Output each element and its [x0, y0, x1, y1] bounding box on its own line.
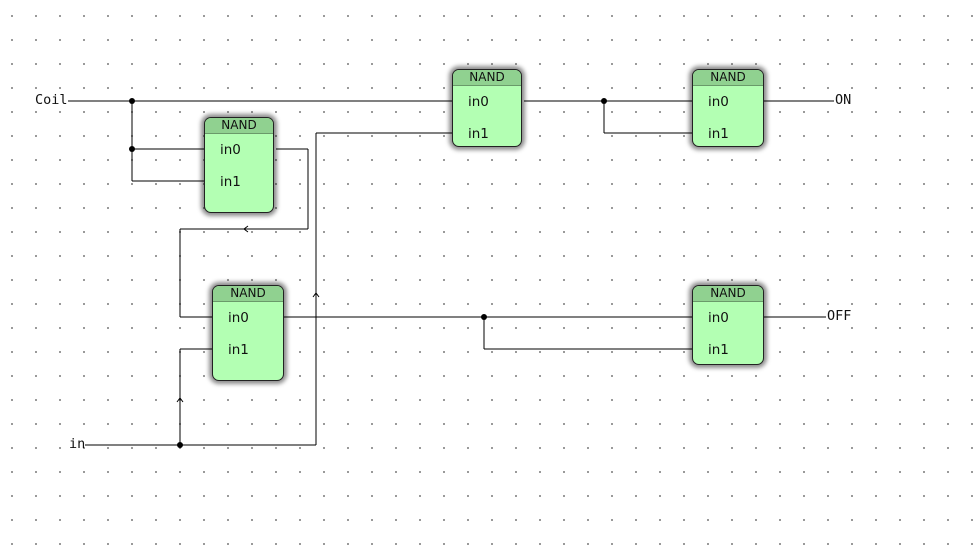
direction-arrow-up — [176, 397, 184, 403]
nand-block-4[interactable]: NAND in0 in1 — [692, 69, 764, 147]
pin-label-in1: in1 — [228, 342, 249, 358]
output-label-on: ON — [835, 92, 852, 108]
junction-dot — [177, 442, 183, 448]
output-label-off: OFF — [827, 308, 852, 324]
nand-block-5[interactable]: NAND in0 in1 — [692, 285, 764, 365]
input-label-coil: Coil — [35, 92, 68, 108]
block-title: NAND — [693, 70, 763, 86]
pin-label-in1: in1 — [708, 342, 729, 358]
direction-arrow-up — [312, 292, 320, 298]
nand-block-3[interactable]: NAND in0 in1 — [212, 285, 284, 381]
pin-label-in1: in1 — [708, 126, 729, 142]
pin-label-in0: in0 — [468, 94, 489, 110]
junction-dot — [601, 98, 607, 104]
pin-label-in1: in1 — [220, 174, 241, 190]
pin-label-in0: in0 — [220, 142, 241, 158]
nand-block-1[interactable]: NAND in0 in1 — [204, 117, 274, 213]
block-title: NAND — [693, 286, 763, 302]
junction-dot — [129, 146, 135, 152]
nand-block-2[interactable]: NAND in0 in1 — [452, 69, 522, 147]
junction-dot — [481, 314, 487, 320]
junction-dot — [129, 98, 135, 104]
pin-label-in0: in0 — [708, 310, 729, 326]
pin-label-in0: in0 — [228, 310, 249, 326]
block-title: NAND — [213, 286, 283, 302]
pin-label-in0: in0 — [708, 94, 729, 110]
pin-label-in1: in1 — [468, 126, 489, 142]
direction-arrow-left — [243, 225, 249, 233]
block-title: NAND — [453, 70, 521, 86]
block-title: NAND — [205, 118, 273, 134]
input-label-in: in — [69, 436, 86, 452]
